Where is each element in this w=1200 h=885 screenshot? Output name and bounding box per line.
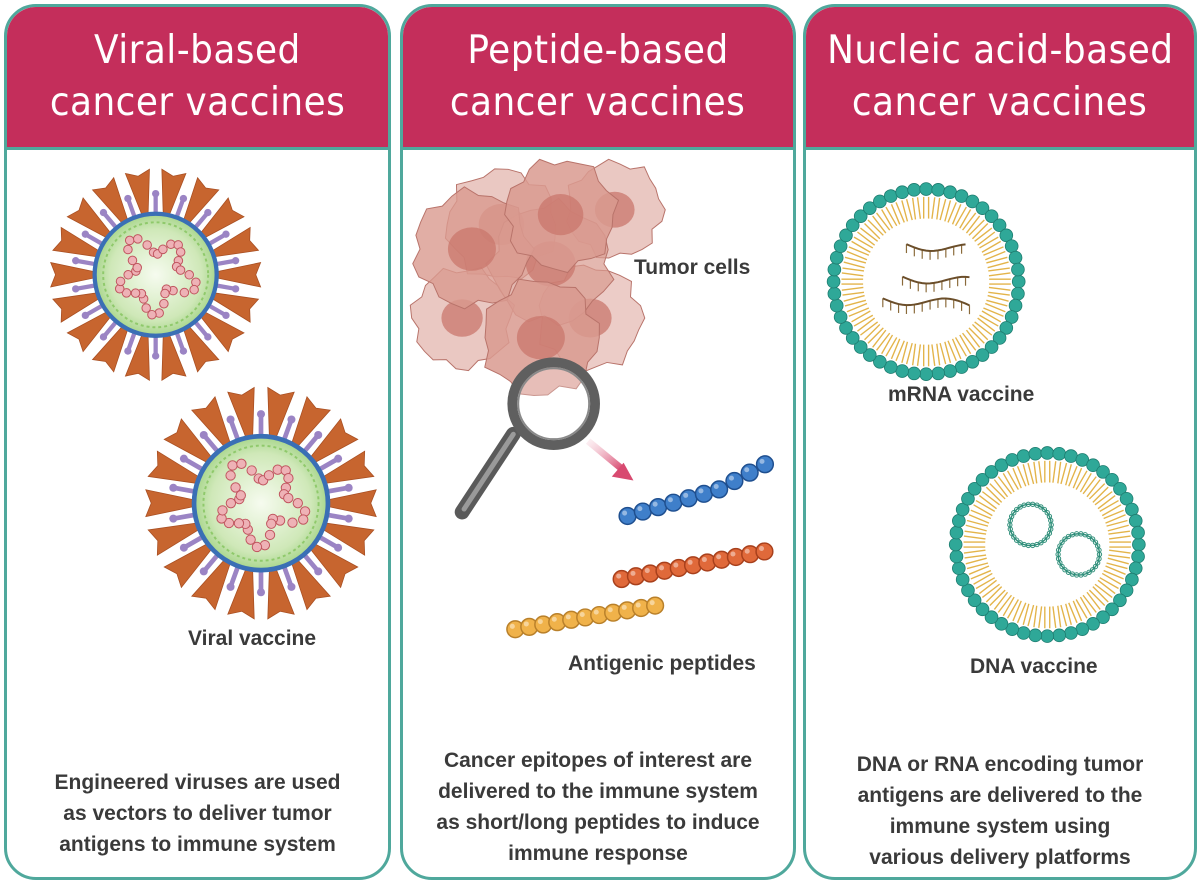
panel-header: Nucleic acid-based cancer vaccines	[806, 7, 1194, 150]
panel-title-line2: cancer vaccines	[852, 80, 1148, 125]
antigenic-peptides-label: Antigenic peptides	[568, 652, 756, 675]
panel-nucleic-acid: Nucleic acid-based cancer vaccines mRNA …	[803, 4, 1197, 880]
desc-line: antigens are delivered to the	[857, 784, 1143, 807]
plasmid-icon	[1007, 501, 1103, 578]
desc-line: Cancer epitopes of interest are	[443, 749, 753, 772]
dna-vaccine-label: DNA vaccine	[970, 655, 1098, 678]
desc-line: as short/long peptides to induce	[436, 811, 760, 834]
lipid-nanoparticle-icon	[826, 182, 1026, 381]
magnifier-icon	[454, 357, 600, 520]
desc-line: antigens to immune system	[59, 833, 336, 856]
arrow-icon	[585, 438, 634, 481]
tumor-cells-label: Tumor cells	[634, 256, 751, 279]
desc-line: immune response	[508, 842, 688, 865]
panel-viral: Viral-based cancer vaccines Viral vaccin…	[4, 4, 391, 880]
virus-icon	[145, 386, 377, 620]
mrna-vaccine-label: mRNA vaccine	[888, 383, 1035, 406]
nucleic-illustration	[826, 182, 1146, 643]
viral-vaccine-label: Viral vaccine	[188, 627, 317, 650]
panel-title-line2: cancer vaccines	[49, 80, 346, 125]
desc-line: Engineered viruses are used	[54, 771, 341, 794]
panel-title-line1: Nucleic acid-based	[826, 28, 1174, 73]
viral-illustration	[50, 168, 377, 620]
viral-description: Engineered viruses are used as vectors t…	[7, 767, 388, 860]
desc-line: DNA or RNA encoding tumor	[856, 753, 1144, 776]
mrna-strand-icon	[882, 243, 971, 315]
peptide-illustration	[409, 158, 775, 639]
panel-title-line1: Viral-based	[94, 28, 301, 73]
desc-line: various delivery platforms	[869, 846, 1131, 869]
desc-line: delivered to the immune system	[438, 780, 758, 803]
nucleic-description: DNA or RNA encoding tumor antigens are d…	[806, 749, 1194, 873]
peptide-description: Cancer epitopes of interest are delivere…	[403, 745, 793, 869]
panel-title-line2: cancer vaccines	[450, 80, 746, 125]
panel-header: Viral-based cancer vaccines	[7, 7, 388, 150]
panel-peptide: Peptide-based cancer vaccines Tumor cell…	[400, 4, 796, 880]
panel-title-line1: Peptide-based	[467, 28, 729, 73]
peptide-chain-icon	[506, 455, 775, 639]
panel-header: Peptide-based cancer vaccines	[403, 7, 793, 150]
desc-line: immune system using	[889, 815, 1111, 838]
virus-icon	[50, 168, 262, 382]
tumor-cell-icon	[409, 158, 666, 397]
lipid-nanoparticle-icon	[948, 446, 1146, 643]
desc-line: as vectors to deliver tumor	[63, 802, 332, 825]
